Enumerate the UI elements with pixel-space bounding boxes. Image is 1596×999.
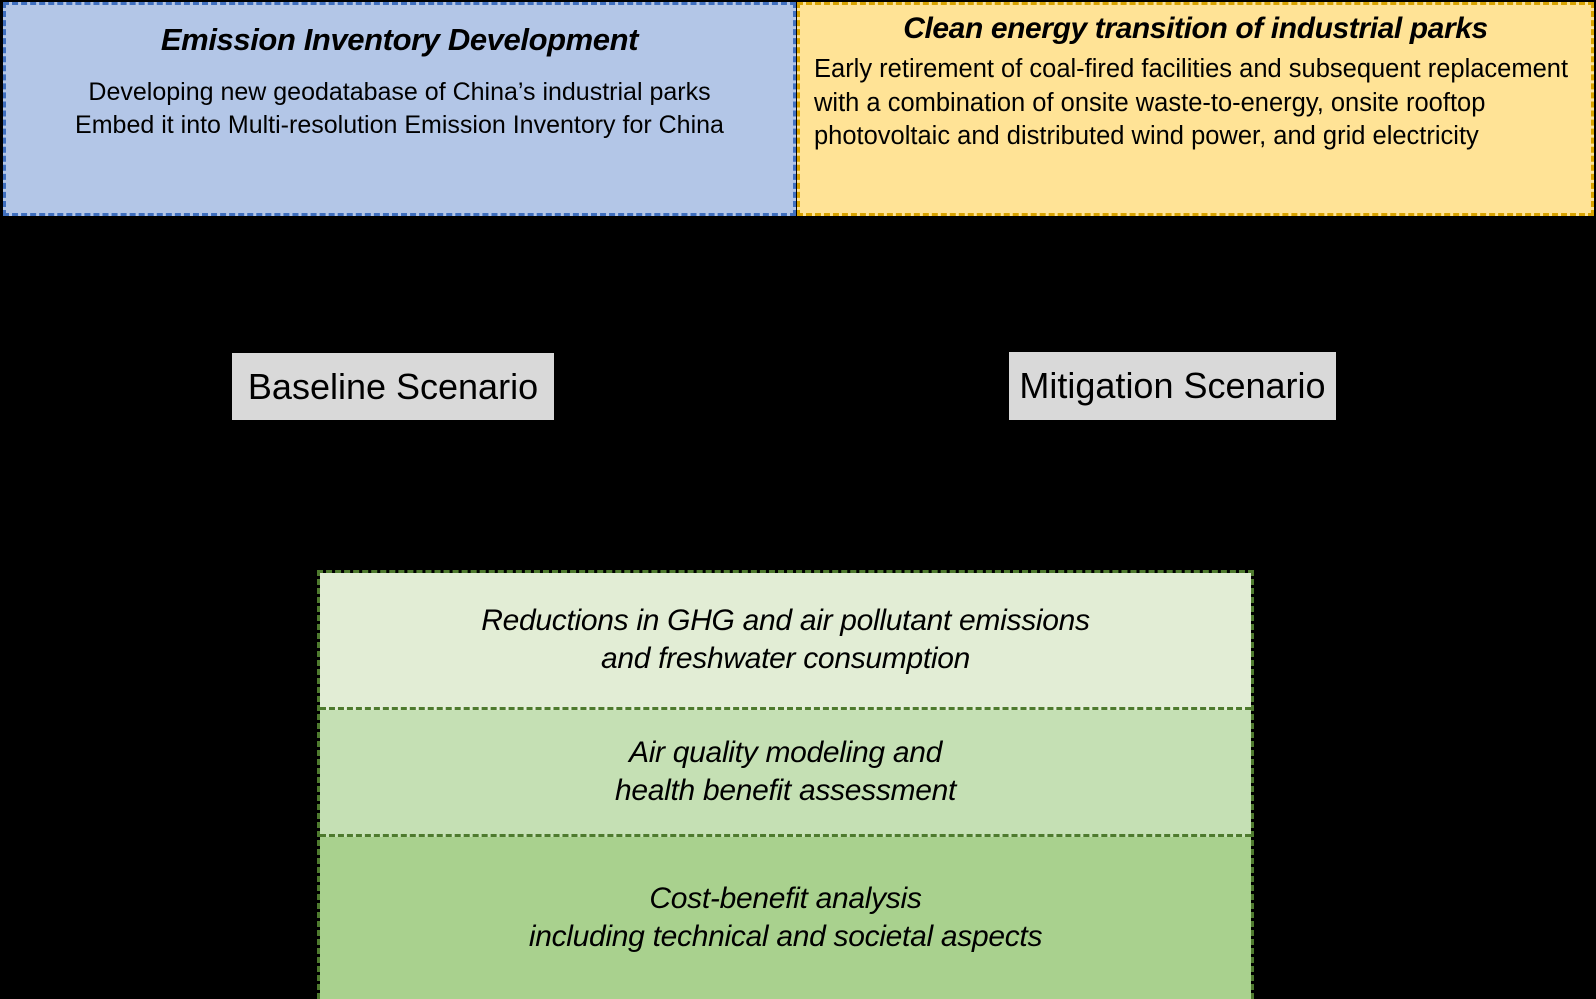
clean-energy-transition-body: Early retirement of coal-fired facilitie… — [814, 55, 1569, 151]
outcome-emissions-line-2: and freshwater consumption — [600, 642, 971, 675]
outcome-cost-benefit-line-1: Cost-benefit analysis — [649, 881, 922, 915]
baseline-scenario-chip: Baseline Scenario — [232, 353, 554, 420]
emission-inventory-body: Developing new geodatabase of China’s in… — [20, 76, 779, 143]
outcome-cost-benefit-line-2: including technical and societal aspects — [528, 920, 1043, 953]
outcomes-stack: Reductions in GHG and air pollutant emis… — [317, 570, 1254, 999]
outcome-air-quality-line-1: Air quality modeling and — [628, 735, 942, 769]
outcome-air-quality-line-2: health benefit assessment — [614, 774, 957, 807]
outcome-emissions-line-1: Reductions in GHG and air pollutant emis… — [481, 603, 1090, 637]
emission-inventory-line-2: Embed it into Multi-resolution Emission … — [75, 111, 724, 140]
clean-energy-transition-panel: Clean energy transition of industrial pa… — [797, 2, 1594, 216]
outcome-emissions-reductions: Reductions in GHG and air pollutant emis… — [320, 573, 1251, 710]
outcome-air-quality-health: Air quality modeling and health benefit … — [320, 710, 1251, 837]
mitigation-scenario-chip: Mitigation Scenario — [1009, 352, 1336, 420]
emission-inventory-line-1: Developing new geodatabase of China’s in… — [88, 78, 711, 107]
clean-energy-transition-title: Clean energy transition of industrial pa… — [903, 12, 1488, 45]
emission-inventory-panel: Emission Inventory Development Developin… — [3, 2, 796, 216]
emission-inventory-title: Emission Inventory Development — [160, 22, 639, 57]
outcome-cost-benefit-analysis: Cost-benefit analysis including technica… — [320, 837, 1251, 999]
